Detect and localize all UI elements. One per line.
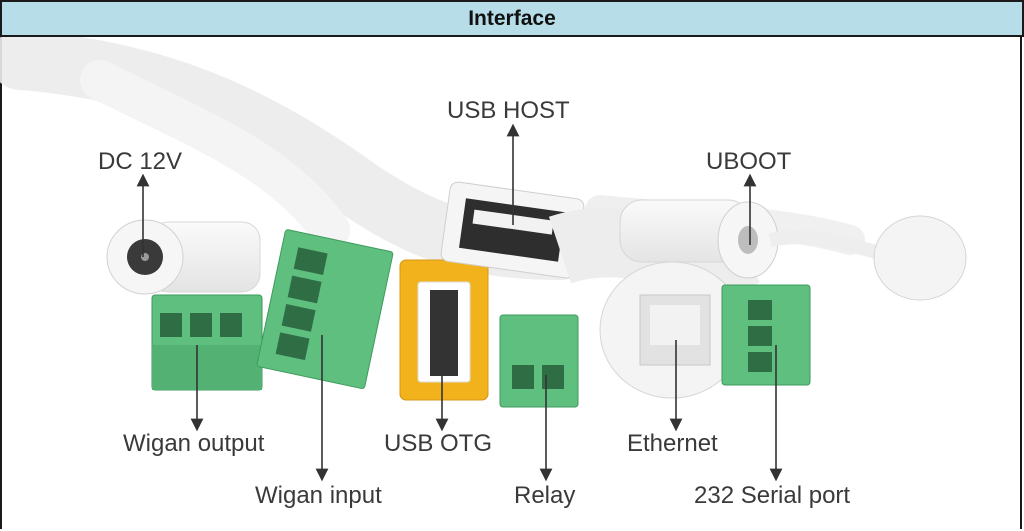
label-wigan-input: Wigan input xyxy=(255,482,382,509)
uboot-connector xyxy=(619,199,779,279)
cable-cap xyxy=(768,215,967,301)
section-title: Interface xyxy=(468,6,556,30)
label-serial-232: 232 Serial port xyxy=(694,482,851,509)
section-header: Interface xyxy=(0,0,1024,37)
ethernet-connector xyxy=(548,207,760,399)
interface-photo xyxy=(0,37,967,482)
wigan-input-terminal xyxy=(256,229,394,390)
wigan-output-terminal xyxy=(151,294,263,391)
label-dc12v: DC 12V xyxy=(98,148,183,175)
label-wigan-output: Wigan output xyxy=(123,430,265,457)
label-usb-host: USB HOST xyxy=(447,97,570,124)
label-relay: Relay xyxy=(514,482,576,509)
dc-jack-connector xyxy=(106,219,261,295)
serial-232-terminal xyxy=(721,284,811,386)
label-ethernet: Ethernet xyxy=(627,430,718,457)
label-uboot: UBOOT xyxy=(706,148,792,175)
label-usb-otg: USB OTG xyxy=(384,430,493,457)
usb-otg-connector xyxy=(399,259,489,401)
relay-terminal xyxy=(499,314,579,408)
pointer-arrows xyxy=(136,123,783,482)
